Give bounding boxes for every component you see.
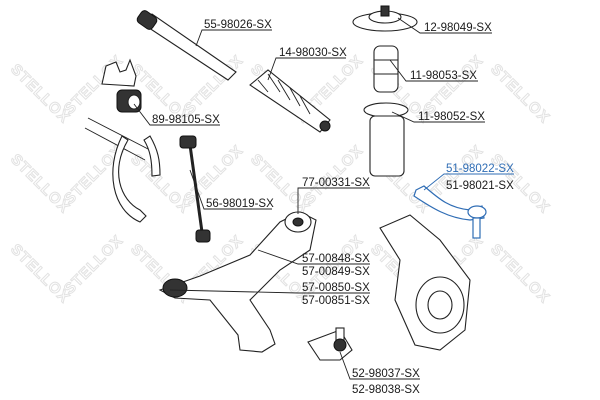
label-strut-mount: 12-98049-SX: [424, 22, 492, 34]
label-ball-joint-1: 52-98037-SX: [352, 368, 420, 380]
label-control-arm-3: 57-00850-SX: [302, 282, 370, 294]
watermark-text: STELLOX: [7, 241, 73, 307]
leader-lines: [133, 17, 514, 380]
label-strut-boot: 11-98052-SX: [418, 111, 485, 123]
watermark-text: STELLOX: [7, 61, 73, 127]
control-arm-part: [158, 211, 317, 353]
strut-boot-part: [363, 102, 409, 177]
label-control-arm-1: 57-00848-SX: [302, 253, 370, 265]
bump-stop-part: [373, 45, 399, 93]
label-stabilizer-link: 56-98019-SX: [206, 198, 274, 210]
watermark-text: STELLOX: [421, 52, 487, 118]
label-ball-joint-2: 52-98038-SX: [352, 384, 420, 396]
label-tie-rod-end-right: 51-98021-SX: [446, 180, 514, 192]
ball-joint-part: [307, 327, 353, 361]
watermark-text: STELLOX: [127, 151, 193, 217]
watermark-text: STELLOX: [487, 61, 553, 127]
steering-boot-part: [249, 69, 331, 133]
tie-rod-part: [136, 10, 237, 81]
watermark-text: STELLOX: [487, 241, 553, 307]
label-bump-stop: 11-98053-SX: [410, 70, 477, 82]
label-tie-rod: 55-98026-SX: [204, 19, 272, 31]
label-stabilizer-bushing: 89-98105-SX: [152, 114, 220, 126]
stabilizer-link-part: [179, 135, 211, 243]
watermark-text: STELLOX: [7, 151, 73, 217]
label-tie-rod-end-left: 51-98022-SX: [446, 163, 514, 175]
label-control-arm-4: 57-00851-SX: [302, 295, 370, 307]
label-control-arm-2: 57-00849-SX: [302, 266, 370, 278]
stabilizer-bar-part: [84, 117, 161, 223]
label-arm-bushing: 77-00331-SX: [302, 177, 370, 189]
stabilizer-bushing-part: [101, 58, 142, 113]
steering-knuckle-part: [379, 214, 471, 351]
watermark-text: STELLOX: [301, 142, 367, 208]
watermark-text: STELLOX: [61, 232, 127, 298]
strut-mount-part: [352, 5, 418, 32]
label-steering-boot: 14-98030-SX: [279, 47, 347, 59]
tie-rod-end-part: [413, 185, 487, 239]
